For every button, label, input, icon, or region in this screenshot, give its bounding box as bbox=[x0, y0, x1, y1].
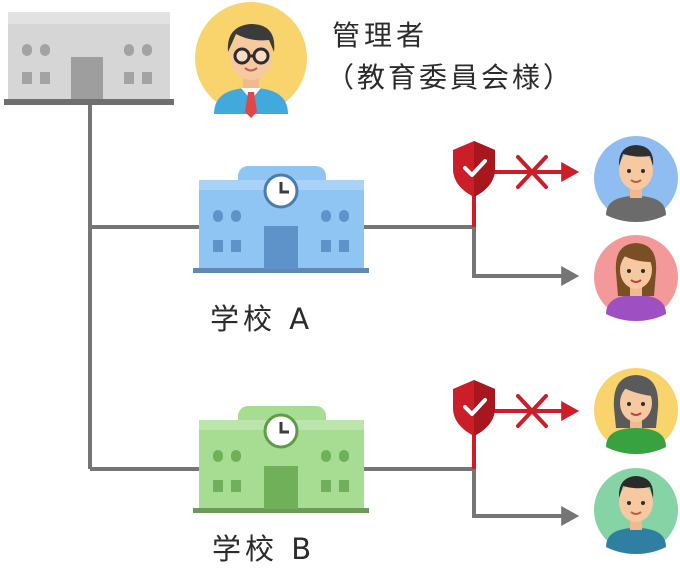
user-avatar-a1 bbox=[594, 136, 678, 222]
admin-subtitle: （教育委員会様） bbox=[326, 61, 575, 94]
block-x-icon bbox=[516, 394, 548, 428]
admin-title: 管理者 bbox=[332, 19, 429, 52]
school-b-building-icon bbox=[193, 406, 369, 513]
user-avatar-b1 bbox=[594, 368, 678, 454]
connector-lines bbox=[88, 103, 580, 526]
school-a-label: 学校 A bbox=[210, 302, 314, 336]
administrator-avatar bbox=[195, 2, 307, 118]
office-building-icon bbox=[4, 12, 174, 105]
user-avatar-b2 bbox=[594, 468, 678, 554]
block-x-icon bbox=[516, 155, 548, 189]
user-avatar-a2 bbox=[594, 235, 678, 321]
school-a-building-icon bbox=[193, 166, 369, 273]
shield-check-icon bbox=[453, 141, 495, 197]
school-b-label: 学校 B bbox=[212, 532, 316, 566]
shield-check-icon bbox=[453, 380, 495, 436]
